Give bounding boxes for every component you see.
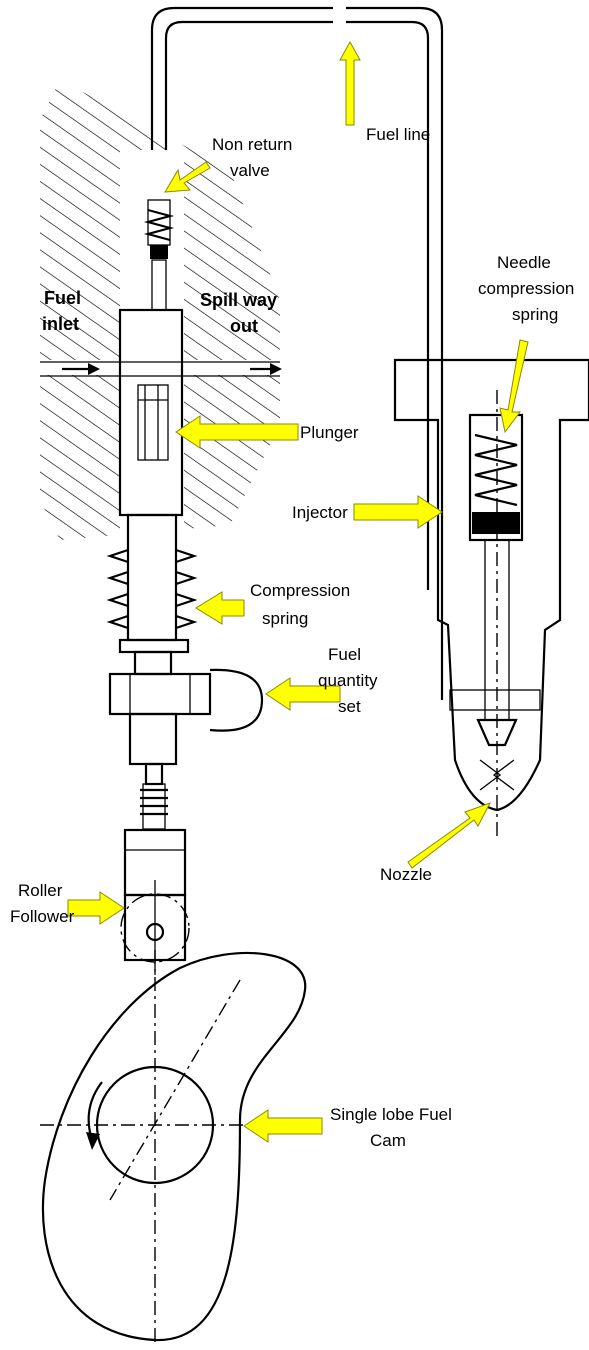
fuel-line-arrow	[339, 40, 361, 126]
compression-label-line1: Compression	[250, 581, 350, 600]
roller-label-line1: Roller	[18, 881, 63, 900]
fuel-quantity-label-line2: quantity	[318, 671, 378, 690]
fuel-inlet-label-line1: Fuel	[44, 288, 81, 308]
injector-body	[393, 358, 589, 840]
fuel-inlet-label-line2: inlet	[42, 314, 79, 334]
fuel-quantity-label-line1: Fuel	[328, 645, 361, 664]
compression-spring-arrow	[195, 591, 245, 625]
non-return-label-line1: Non return	[212, 135, 292, 154]
fuel-line-pipe	[150, 6, 444, 700]
non-return-valve-arrow	[164, 161, 211, 193]
cam-label-line1: Single lobe Fuel	[330, 1105, 452, 1124]
plunger-stem	[140, 762, 168, 830]
injector-label: Injector	[292, 503, 348, 522]
plunger-arrow	[175, 415, 299, 449]
injector-arrow	[353, 495, 443, 529]
non-return-label-line2: valve	[230, 161, 270, 180]
fuel-quantity-arrow	[265, 677, 341, 711]
fuel-quantity-collar	[108, 650, 264, 766]
plunger-label: Plunger	[300, 423, 359, 442]
compression-label-line2: spring	[262, 609, 308, 628]
needle-spring-arrow	[499, 339, 529, 434]
compression-spring	[106, 513, 198, 654]
fuel-line-label: Fuel line	[366, 125, 430, 144]
fuel-cam	[40, 950, 307, 1345]
roller-follower-arrow	[67, 891, 125, 925]
spill-way-label-line1: Spill way	[200, 290, 277, 310]
cam-label-line2: Cam	[370, 1131, 406, 1150]
fuel-quantity-label-line3: set	[338, 697, 361, 716]
cam-arrow	[243, 1109, 323, 1143]
fuel-inlet-passage	[40, 361, 282, 377]
needle-label-line2: compression	[478, 279, 574, 298]
roller-label-line2: Follower	[10, 907, 75, 926]
nozzle-label: Nozzle	[380, 865, 432, 884]
pump-housing-lower	[40, 375, 280, 540]
spill-way-label-line2: out	[230, 316, 258, 336]
needle-label-line1: Needle	[497, 253, 551, 272]
pump-housing-upper	[40, 80, 280, 360]
needle-label-line3: spring	[512, 305, 558, 324]
nozzle-arrow	[407, 802, 492, 869]
